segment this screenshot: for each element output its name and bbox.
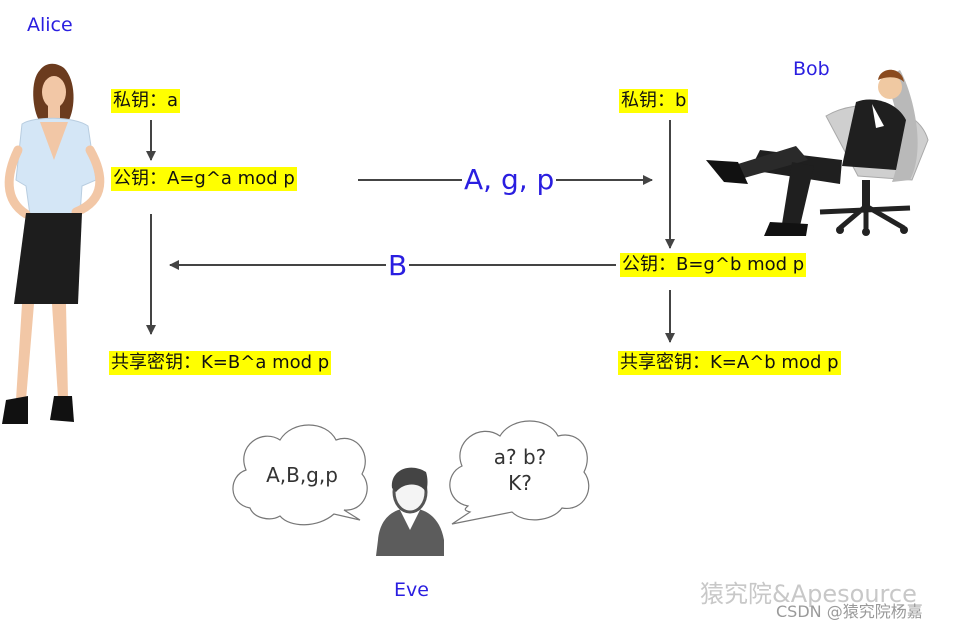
bob-figure <box>706 70 928 236</box>
bob-private-key: 私钥：b <box>619 89 688 113</box>
eve-known-values: A,B,g,p <box>250 462 354 488</box>
alice-figure <box>2 64 100 424</box>
bob-shared-key: 共享密钥：K=A^b mod p <box>618 351 841 375</box>
watermark-csdn: CSDN @猿究院杨嘉 <box>776 598 923 622</box>
alice-private-key: 私钥：a <box>111 89 180 113</box>
bob-name: Bob <box>793 58 830 80</box>
alice-public-key: 公钥：A=g^a mod p <box>111 167 297 191</box>
bob-public-key: 公钥：B=g^b mod p <box>620 253 806 277</box>
alice-to-bob-label: A, g, p <box>462 165 556 195</box>
eve-figure <box>376 468 444 556</box>
alice-shared-key: 共享密钥：K=B^a mod p <box>109 351 331 375</box>
alice-name: Alice <box>27 14 73 36</box>
eve-name: Eve <box>394 579 429 601</box>
bob-to-alice-label: B <box>386 251 409 281</box>
eve-unknown-values: a? b? K? <box>470 444 570 496</box>
